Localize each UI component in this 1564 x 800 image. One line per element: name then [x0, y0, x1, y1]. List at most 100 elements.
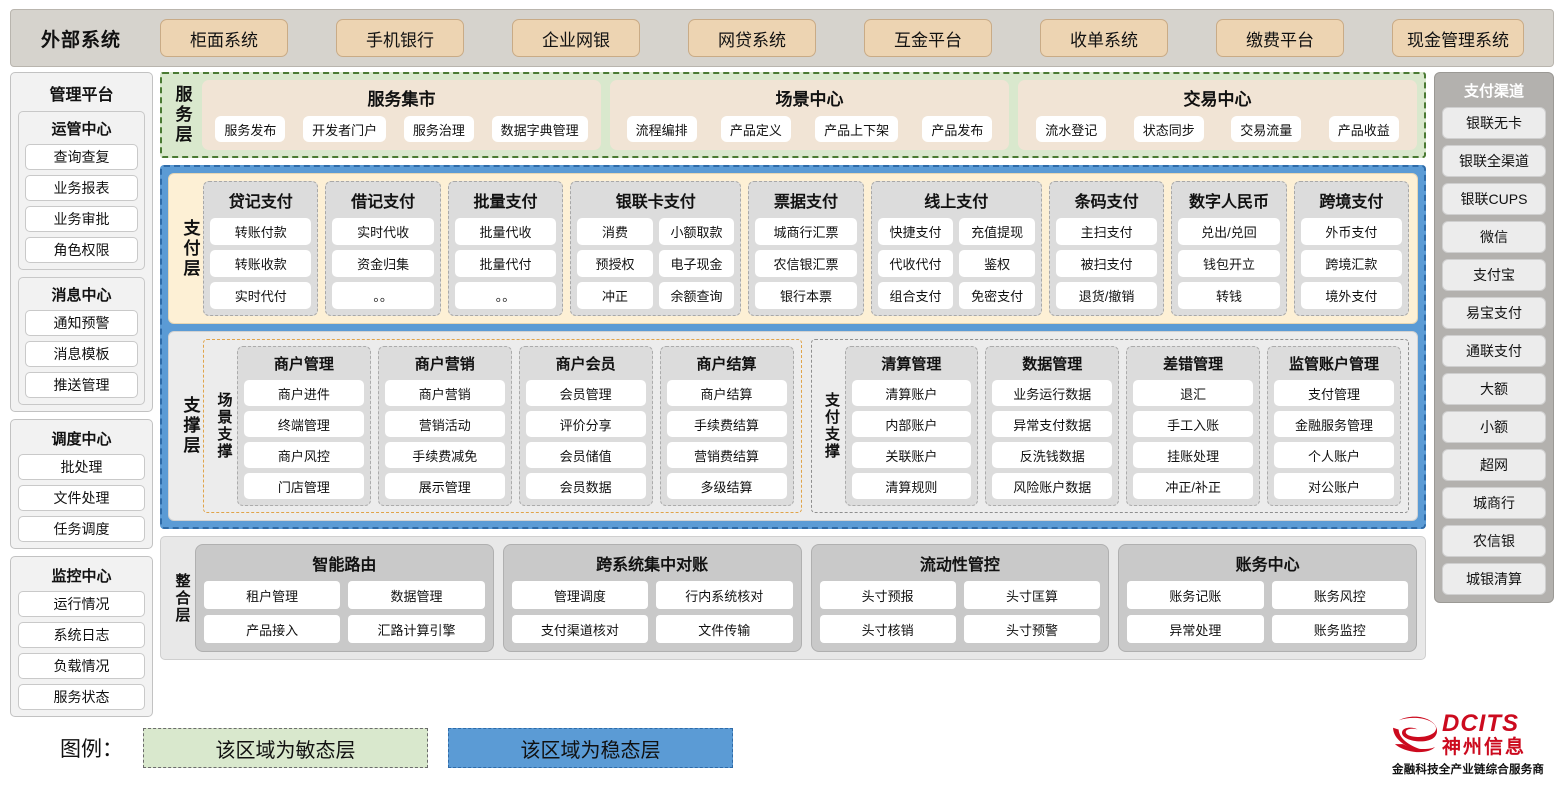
- integration-cell[interactable]: 数据管理: [348, 581, 485, 609]
- support-cell[interactable]: 支付管理: [1274, 380, 1394, 406]
- payment-cell[interactable]: 主扫支付: [1055, 218, 1158, 245]
- payment-cell[interactable]: 银行本票: [755, 282, 857, 309]
- support-cell[interactable]: 商户进件: [244, 380, 364, 406]
- payment-cell[interactable]: 免密支付: [959, 282, 1035, 309]
- service-chip[interactable]: 数据字典管理: [491, 116, 588, 142]
- management-item[interactable]: 负载情况: [18, 653, 145, 679]
- management-item[interactable]: 运行情况: [18, 591, 145, 617]
- payment-channel-chip[interactable]: 小额: [1442, 411, 1546, 443]
- support-cell[interactable]: 营销费结算: [666, 442, 787, 468]
- support-cell[interactable]: 内部账户: [851, 411, 972, 437]
- integration-cell[interactable]: 头寸预报: [819, 581, 956, 609]
- payment-cell[interactable]: 充值提现: [959, 218, 1035, 245]
- support-cell[interactable]: 退汇: [1133, 380, 1254, 406]
- integration-cell[interactable]: 头寸匡算: [963, 581, 1101, 609]
- support-cell[interactable]: 反洗钱数据: [992, 442, 1113, 468]
- payment-cell[interactable]: 钱包开立: [1178, 250, 1280, 277]
- payment-channel-chip[interactable]: 微信: [1442, 221, 1546, 253]
- payment-cell[interactable]: 农信银汇票: [755, 250, 857, 277]
- integration-cell[interactable]: 账务监控: [1271, 615, 1408, 643]
- integration-cell[interactable]: 头寸核销: [819, 615, 956, 643]
- service-chip[interactable]: 交易流量: [1231, 116, 1302, 142]
- support-cell[interactable]: 挂账处理: [1133, 442, 1254, 468]
- support-cell[interactable]: 商户风控: [244, 442, 364, 468]
- support-cell[interactable]: 手续费结算: [666, 411, 787, 437]
- external-system-chip[interactable]: 企业网银: [512, 19, 640, 57]
- payment-channel-chip[interactable]: 银联全渠道: [1442, 145, 1546, 177]
- management-item[interactable]: 通知预警: [25, 310, 138, 336]
- payment-cell[interactable]: 快捷支付: [877, 218, 954, 245]
- payment-cell[interactable]: 鉴权: [959, 250, 1035, 277]
- support-cell[interactable]: 清算规则: [851, 473, 972, 499]
- payment-channel-chip[interactable]: 银联CUPS: [1442, 183, 1546, 215]
- support-cell[interactable]: 风险账户数据: [992, 473, 1113, 499]
- payment-cell[interactable]: 批量代收: [454, 218, 557, 245]
- management-item[interactable]: 服务状态: [18, 684, 145, 710]
- payment-cell[interactable]: 。。: [332, 282, 434, 309]
- support-cell[interactable]: 异常支付数据: [992, 411, 1113, 437]
- payment-cell[interactable]: 外币支付: [1300, 218, 1403, 245]
- external-system-chip[interactable]: 互金平台: [864, 19, 992, 57]
- payment-cell[interactable]: 城商行汇票: [755, 218, 857, 245]
- integration-cell[interactable]: 支付渠道核对: [511, 615, 649, 643]
- service-chip[interactable]: 流水登记: [1036, 116, 1107, 142]
- payment-cell[interactable]: 消费: [577, 218, 653, 245]
- integration-cell[interactable]: 管理调度: [511, 581, 649, 609]
- payment-cell[interactable]: 批量代付: [454, 250, 557, 277]
- service-chip[interactable]: 产品收益: [1328, 116, 1399, 142]
- payment-channel-chip[interactable]: 易宝支付: [1442, 297, 1546, 329]
- payment-cell[interactable]: 代收代付: [877, 250, 954, 277]
- external-system-chip[interactable]: 收单系统: [1040, 19, 1168, 57]
- payment-channel-chip[interactable]: 超网: [1442, 449, 1546, 481]
- service-chip[interactable]: 产品定义: [720, 116, 791, 142]
- integration-cell[interactable]: 头寸预警: [963, 615, 1101, 643]
- service-chip[interactable]: 服务发布: [215, 116, 286, 142]
- support-cell[interactable]: 业务运行数据: [992, 380, 1113, 406]
- support-cell[interactable]: 会员储值: [525, 442, 646, 468]
- support-cell[interactable]: 营销活动: [384, 411, 505, 437]
- service-chip[interactable]: 产品发布: [922, 116, 993, 142]
- integration-cell[interactable]: 异常处理: [1127, 615, 1264, 643]
- integration-cell[interactable]: 账务风控: [1271, 581, 1408, 609]
- payment-channel-chip[interactable]: 城商行: [1442, 487, 1546, 519]
- integration-cell[interactable]: 行内系统核对: [656, 581, 793, 609]
- support-cell[interactable]: 商户结算: [666, 380, 787, 406]
- external-system-chip[interactable]: 缴费平台: [1216, 19, 1344, 57]
- payment-cell[interactable]: 。。: [454, 282, 557, 309]
- support-cell[interactable]: 清算账户: [851, 380, 972, 406]
- support-cell[interactable]: 会员管理: [525, 380, 646, 406]
- payment-cell[interactable]: 组合支付: [877, 282, 954, 309]
- integration-cell[interactable]: 账务记账: [1127, 581, 1264, 609]
- support-cell[interactable]: 多级结算: [666, 473, 787, 499]
- support-cell[interactable]: 个人账户: [1274, 442, 1394, 468]
- integration-cell[interactable]: 文件传输: [656, 615, 793, 643]
- management-item[interactable]: 消息模板: [25, 341, 138, 367]
- support-cell[interactable]: 对公账户: [1274, 473, 1394, 499]
- support-cell[interactable]: 关联账户: [851, 442, 972, 468]
- payment-cell[interactable]: 兑出/兑回: [1178, 218, 1280, 245]
- external-system-chip[interactable]: 网贷系统: [688, 19, 816, 57]
- payment-channel-chip[interactable]: 银联无卡: [1442, 107, 1546, 139]
- management-item[interactable]: 业务报表: [25, 175, 138, 201]
- integration-cell[interactable]: 产品接入: [204, 615, 341, 643]
- payment-cell[interactable]: 余额查询: [658, 282, 735, 309]
- support-cell[interactable]: 商户营销: [384, 380, 505, 406]
- payment-channel-chip[interactable]: 农信银: [1442, 525, 1546, 557]
- payment-cell[interactable]: 转钱: [1178, 282, 1280, 309]
- support-cell[interactable]: 评价分享: [525, 411, 646, 437]
- management-item[interactable]: 角色权限: [25, 237, 138, 263]
- management-item[interactable]: 推送管理: [25, 372, 138, 398]
- payment-cell[interactable]: 预授权: [577, 250, 653, 277]
- payment-cell[interactable]: 跨境汇款: [1300, 250, 1403, 277]
- payment-cell[interactable]: 小额取款: [658, 218, 735, 245]
- management-item[interactable]: 系统日志: [18, 622, 145, 648]
- support-cell[interactable]: 展示管理: [384, 473, 505, 499]
- management-item[interactable]: 业务审批: [25, 206, 138, 232]
- payment-cell[interactable]: 实时代收: [332, 218, 434, 245]
- service-chip[interactable]: 流程编排: [626, 116, 697, 142]
- external-system-chip[interactable]: 手机银行: [336, 19, 464, 57]
- support-cell[interactable]: 冲正/补正: [1133, 473, 1254, 499]
- service-chip[interactable]: 产品上下架: [815, 116, 899, 142]
- integration-cell[interactable]: 租户管理: [204, 581, 341, 609]
- support-cell[interactable]: 门店管理: [244, 473, 364, 499]
